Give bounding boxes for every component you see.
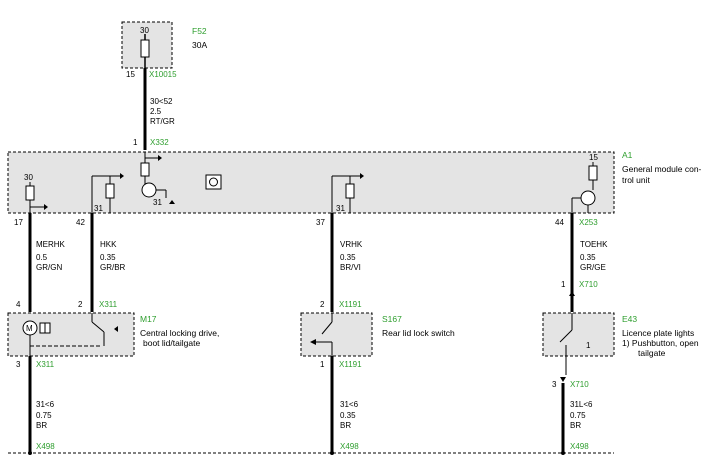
s167-connector-out: X1191 [339,360,362,369]
ground-w2-code: 31<6 [340,400,359,409]
wire-merhk-color: GR/GN [36,263,62,272]
m17-pin-in2: 2 [78,300,83,309]
module-desc-2: trol unit [622,175,651,185]
module-pin-hkk: 42 [76,218,85,227]
ground-w3-gauge: 0.75 [570,411,586,420]
s167-pin-out: 1 [320,360,325,369]
fuse-pin-top: 30 [140,26,149,35]
module-gnd-label-1: 31 [94,204,103,213]
m17-desc-2: boot lid/tailgate [143,338,200,348]
s167-connector-in: X1191 [339,300,362,309]
wire-hkk-gauge: 0.35 [100,253,116,262]
module-ic-icon [205,174,222,190]
s167-pin-in: 2 [320,300,325,309]
s167-desc: Rear lid lock switch [382,328,455,338]
fuse-f52: 30 F52 30A [121,21,207,69]
m17-pin-in1: 4 [16,300,21,309]
wire-vrhk-gauge: 0.35 [340,253,356,262]
ground-w2-gauge: 0.35 [340,411,356,420]
module-pin-vrhk: 37 [316,218,325,227]
fuse-connector: X10015 [149,70,177,79]
ground-w1-code: 31<6 [36,400,55,409]
e43-id: E43 [622,314,637,324]
wire-hkk-color: GR/BR [100,263,126,272]
component-s167 [300,312,373,357]
m17-connector-out: X311 [36,360,55,369]
e43-inner-label: 1 [586,341,591,350]
component-m17: M [7,312,135,357]
wire-fuse-code: 30<52 [150,97,173,106]
e43-connector-in: X710 [579,280,598,289]
wire-toehk-color: GR/GE [580,263,606,272]
component-e43: 1 [542,312,615,357]
e43-desc-2: 1) Pushbutton, open [622,338,699,348]
e43-pin-out: 3 [552,380,557,389]
module-id: A1 [622,150,633,160]
s167-id: S167 [382,314,402,324]
ground-w3-color: BR [570,421,581,430]
ground-w3-connector: X498 [570,442,589,451]
ground-w3-code: 31L<6 [570,400,593,409]
wire-fuse-gauge: 2.5 [150,107,162,116]
wire-merhk-gauge: 0.5 [36,253,48,262]
fuse-pin-bottom: 15 [126,70,135,79]
m17-connector-in: X311 [99,300,118,309]
m17-desc-1: Central locking drive, [140,328,219,338]
ground-w2-connector: X498 [340,442,359,451]
wire-fuse-color: RT/GR [150,117,175,126]
module-desc-1: General module con- [622,164,702,174]
fuse-id: F52 [192,26,207,36]
svg-text:M: M [26,324,33,333]
m17-pin-out: 3 [16,360,21,369]
e43-desc-1: Licence plate lights [622,328,694,338]
e43-desc-3: tailgate [638,348,666,358]
m17-id: M17 [140,314,157,324]
ground-w2-color: BR [340,421,351,430]
wire-toehk-gauge: 0.35 [580,253,596,262]
ground-w1-connector: X498 [36,442,55,451]
module-connector-right: X253 [579,218,598,227]
wire-vrhk-color: BR/VI [340,263,361,272]
module-connector-top: X332 [150,138,169,147]
module-pin-30: 30 [24,173,33,182]
module-gnd-label-2: 31 [153,198,162,207]
module-pin-merhk: 17 [14,218,23,227]
ground-w1-gauge: 0.75 [36,411,52,420]
module-gnd-label-3: 31 [336,204,345,213]
module-pin-15: 15 [589,153,598,162]
e43-pin-in: 1 [561,280,566,289]
module-a1: 30 31 31 31 15 [7,151,615,214]
module-pin-toehk: 44 [555,218,564,227]
wire-vrhk-name: VRHK [340,240,363,249]
module-pin-top: 1 [133,138,138,147]
e43-connector-out: X710 [570,380,589,389]
wire-toehk-name: TOEHK [580,240,608,249]
wire-merhk-name: MERHK [36,240,66,249]
wire-hkk-name: HKK [100,240,117,249]
fuse-rating: 30A [192,40,207,50]
ground-w1-color: BR [36,421,47,430]
